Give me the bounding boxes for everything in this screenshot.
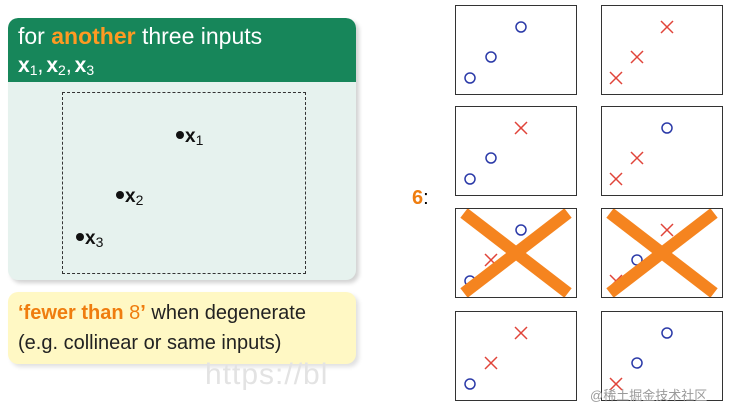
watermark-site: @稀土掘金技术社区 <box>590 388 708 403</box>
cross-label-icon <box>514 121 528 135</box>
input-panel: for another three inputs x1,x2,x3 x1 x2 … <box>8 18 356 280</box>
cross-label-icon <box>630 151 644 165</box>
invalid-cross-icon <box>460 209 572 297</box>
count-number: 6 <box>412 187 424 209</box>
dichotomy-cell <box>601 106 723 196</box>
cross-label-icon <box>484 356 498 370</box>
vector-subscript: 1 <box>29 62 38 78</box>
note-line-2: (e.g. collinear or same inputs) <box>18 332 282 354</box>
header-vectors: x1,x2,x3 <box>18 54 94 78</box>
circle-label-icon <box>485 51 497 63</box>
circle-label-icon <box>515 224 527 236</box>
invalid-cross-icon <box>606 209 718 297</box>
circle-label-icon <box>661 327 673 339</box>
dichotomy-cell <box>601 311 723 401</box>
point-subscript: 3 <box>95 234 104 250</box>
dichotomy-cell <box>455 106 577 196</box>
note-rest: when degenerate <box>145 302 306 324</box>
vector-subscript: 3 <box>86 62 95 78</box>
point-symbol: x <box>85 228 96 249</box>
vector-symbol: x <box>74 54 87 77</box>
vector-symbol: x <box>18 54 30 77</box>
cross-label-icon <box>609 377 623 391</box>
circle-label-icon <box>464 378 476 390</box>
count-suffix: : <box>423 187 429 209</box>
circle-label-icon <box>515 21 527 33</box>
point-x2: x2 <box>116 186 143 208</box>
dichotomy-plot <box>606 209 718 297</box>
dichotomy-plot <box>464 326 528 390</box>
watermark-url: https://bl <box>205 358 329 391</box>
dichotomy-plot <box>609 20 674 85</box>
point-dot-icon <box>176 131 184 139</box>
note-close-quote: ’ <box>140 302 146 324</box>
circle-label-icon <box>485 152 497 164</box>
dichotomy-plot <box>460 209 572 297</box>
header-highlight-text: another <box>51 23 136 49</box>
cross-label-icon <box>630 50 644 64</box>
cross-label-icon <box>514 326 528 340</box>
note-number: 8 <box>129 302 141 324</box>
dichotomy-plot <box>609 122 673 186</box>
circle-label-icon <box>464 173 476 185</box>
vector-symbol: x <box>46 54 59 77</box>
circle-label-icon <box>464 72 476 84</box>
point-subscript: 2 <box>135 192 144 208</box>
panel-header: for another three inputs x1,x2,x3 <box>8 18 356 82</box>
dichotomy-cell <box>455 5 577 95</box>
input-space-frame <box>62 92 306 274</box>
dichotomy-plot <box>609 327 673 391</box>
degenerate-note: ‘fewer than 8’ when degenerate (e.g. col… <box>8 292 356 364</box>
dichotomy-plot <box>464 121 528 185</box>
vector-subscript: 2 <box>58 62 66 78</box>
cross-label-icon <box>660 20 674 34</box>
cross-label-icon <box>660 223 674 237</box>
vector-separator: , <box>65 54 72 77</box>
circle-label-icon <box>631 357 643 369</box>
dichotomy-count: 6: <box>412 187 429 210</box>
point-dot-icon <box>116 191 124 199</box>
note-highlight: ‘fewer than <box>18 302 130 324</box>
header-post-text: three inputs <box>135 23 263 49</box>
dichotomy-cell <box>601 5 723 95</box>
point-symbol: x <box>185 126 196 147</box>
note-line-1: ‘fewer than 8’ when degenerate <box>18 302 306 325</box>
point-subscript: 1 <box>195 132 204 148</box>
circle-label-icon <box>661 122 673 134</box>
dichotomy-cell <box>455 311 577 401</box>
dichotomy-cell <box>455 208 577 298</box>
vector-separator: , <box>37 54 44 77</box>
dichotomy-cell <box>601 208 723 298</box>
point-dot-icon <box>76 233 84 241</box>
cross-label-icon <box>609 172 623 186</box>
point-x3: x3 <box>76 228 103 250</box>
header-title: for another three inputs <box>18 23 262 50</box>
point-symbol: x <box>125 186 136 207</box>
header-pre-text: for <box>18 23 52 49</box>
point-x1: x1 <box>176 126 203 148</box>
dichotomy-plot <box>464 21 527 84</box>
cross-label-icon <box>609 71 623 85</box>
